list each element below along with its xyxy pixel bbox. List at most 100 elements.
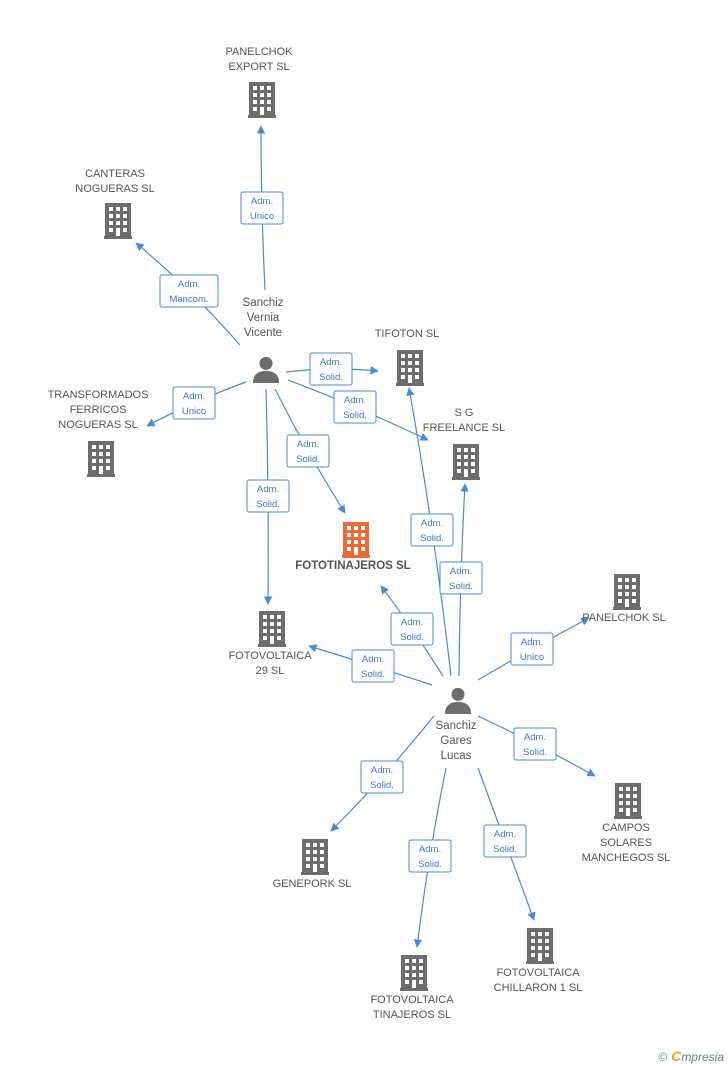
role-badge[interactable]: Adm. Solid. <box>410 513 454 547</box>
role-badge-text: Adm. <box>421 518 443 529</box>
building-icon <box>248 82 276 118</box>
role-badge-text: Solid. <box>256 499 280 510</box>
person-label: Vicente <box>244 327 282 339</box>
role-badge-text: Solid. <box>400 632 424 643</box>
person-label: Vernia <box>247 312 280 324</box>
role-badge-box <box>483 824 527 858</box>
building-icon <box>400 955 428 991</box>
role-badge[interactable]: Adm. Solid. <box>333 390 377 424</box>
role-badge-text: Adm. <box>178 279 200 290</box>
role-badge-box <box>240 191 284 225</box>
role-badge[interactable]: Adm. Unico <box>510 632 554 666</box>
brand-name: mpresia <box>681 1050 724 1064</box>
building-icon <box>87 441 115 477</box>
role-badge[interactable]: Adm.Solid. <box>408 839 452 873</box>
role-badge-box <box>286 434 330 468</box>
role-badge-box <box>172 386 216 420</box>
role-badge-box <box>246 479 290 513</box>
role-badge[interactable]: Adm.Unico <box>240 191 284 225</box>
role-badge-box <box>439 561 483 595</box>
role-badge-box <box>513 727 557 761</box>
company-label: FOTOVOLTAICA <box>228 650 312 662</box>
role-badge-box <box>309 352 353 386</box>
person-icon <box>444 687 472 714</box>
role-badge-text: Adm. <box>450 566 472 577</box>
role-badge-text: Adm. <box>494 829 516 840</box>
role-badge[interactable]: Adm.Mancom. <box>159 274 219 308</box>
building-icon <box>614 783 642 819</box>
company-node-panelchok[interactable]: PANELCHOK SL <box>582 574 666 624</box>
role-badge[interactable]: Adm.Solid. <box>286 434 330 468</box>
company-label: CHILLARON 1 SL <box>494 982 583 994</box>
person-label: Gares <box>440 735 472 747</box>
company-label: FOTOTINAJEROS SL <box>295 560 410 572</box>
brand-logo-letter: C <box>671 1048 682 1064</box>
company-node-fototinajeros[interactable]: FOTOTINAJEROS SL <box>295 522 411 572</box>
role-badge[interactable]: Adm.Solid. <box>390 612 434 646</box>
role-badge-box <box>408 839 452 873</box>
building-icon <box>104 203 132 239</box>
role-badge[interactable]: Adm.Solid. <box>309 352 353 386</box>
role-badge-box <box>410 513 454 547</box>
person-icon <box>252 356 280 383</box>
company-label: GENEPORK SL <box>273 878 352 890</box>
role-badge-text: Adm. <box>371 765 393 776</box>
role-badge[interactable]: Adm. Unico <box>172 386 216 420</box>
role-badge-text: Adm. <box>183 391 205 402</box>
role-badge[interactable]: Adm. Solid. <box>351 649 395 683</box>
building-icon <box>452 444 480 480</box>
role-badge[interactable]: Adm.Solid. <box>360 760 404 794</box>
badges-layer: Adm.UnicoAdm.Mancom.Adm.UnicoAdm.Solid.A… <box>159 191 557 873</box>
role-badge-box <box>360 760 404 794</box>
role-badge-text: Solid. <box>523 747 547 758</box>
role-badge[interactable]: Adm.Solid. <box>483 824 527 858</box>
company-label: FOTOVOLTAICA <box>370 994 454 1006</box>
company-node-sg_freelance[interactable]: S G FREELANCE SL <box>423 407 506 480</box>
role-badge[interactable]: Adm. Solid. <box>439 561 483 595</box>
company-node-genepor[interactable]: GENEPORK SL <box>273 839 352 890</box>
role-badge-text: Unico <box>182 406 206 417</box>
company-label: NOGUERAS SL <box>75 183 154 195</box>
person-label: Lucas <box>441 750 472 762</box>
person-label: Sanchiz <box>243 297 284 309</box>
company-label: PANELCHOK <box>225 46 293 58</box>
building-icon <box>301 839 329 875</box>
role-badge-text: Solid. <box>418 859 442 870</box>
building-icon <box>396 350 424 386</box>
role-badge-text: Unico <box>520 652 544 663</box>
role-badge-text: Adm. <box>344 395 366 406</box>
role-badge-text: Adm. <box>257 484 279 495</box>
company-label: S G <box>455 407 474 419</box>
role-badge[interactable]: Adm. Solid. <box>246 479 290 513</box>
company-node-tifoton[interactable]: TIFOTON SL <box>375 328 440 386</box>
role-badge-text: Solid. <box>361 669 385 680</box>
role-badge-text: Solid. <box>319 372 343 383</box>
footer-brand: ©Cmpresia <box>658 1048 724 1064</box>
role-badge-text: Solid. <box>296 454 320 465</box>
role-badge-box <box>159 274 219 308</box>
role-badge-box <box>390 612 434 646</box>
role-badge-text: Solid. <box>343 410 367 421</box>
role-badge-text: Adm. <box>524 732 546 743</box>
role-badge-text: Solid. <box>420 533 444 544</box>
company-label: FREELANCE SL <box>423 422 506 434</box>
building-icon <box>613 574 641 610</box>
role-badge-text: Adm. <box>521 637 543 648</box>
copyright-symbol: © <box>658 1050 668 1064</box>
role-badge-text: Solid. <box>449 581 473 592</box>
company-label: SOLARES <box>600 837 652 849</box>
company-label: FERRICOS <box>70 404 127 416</box>
role-badge-text: Adm. <box>362 654 384 665</box>
role-badge[interactable]: Adm. Solid. <box>513 727 557 761</box>
